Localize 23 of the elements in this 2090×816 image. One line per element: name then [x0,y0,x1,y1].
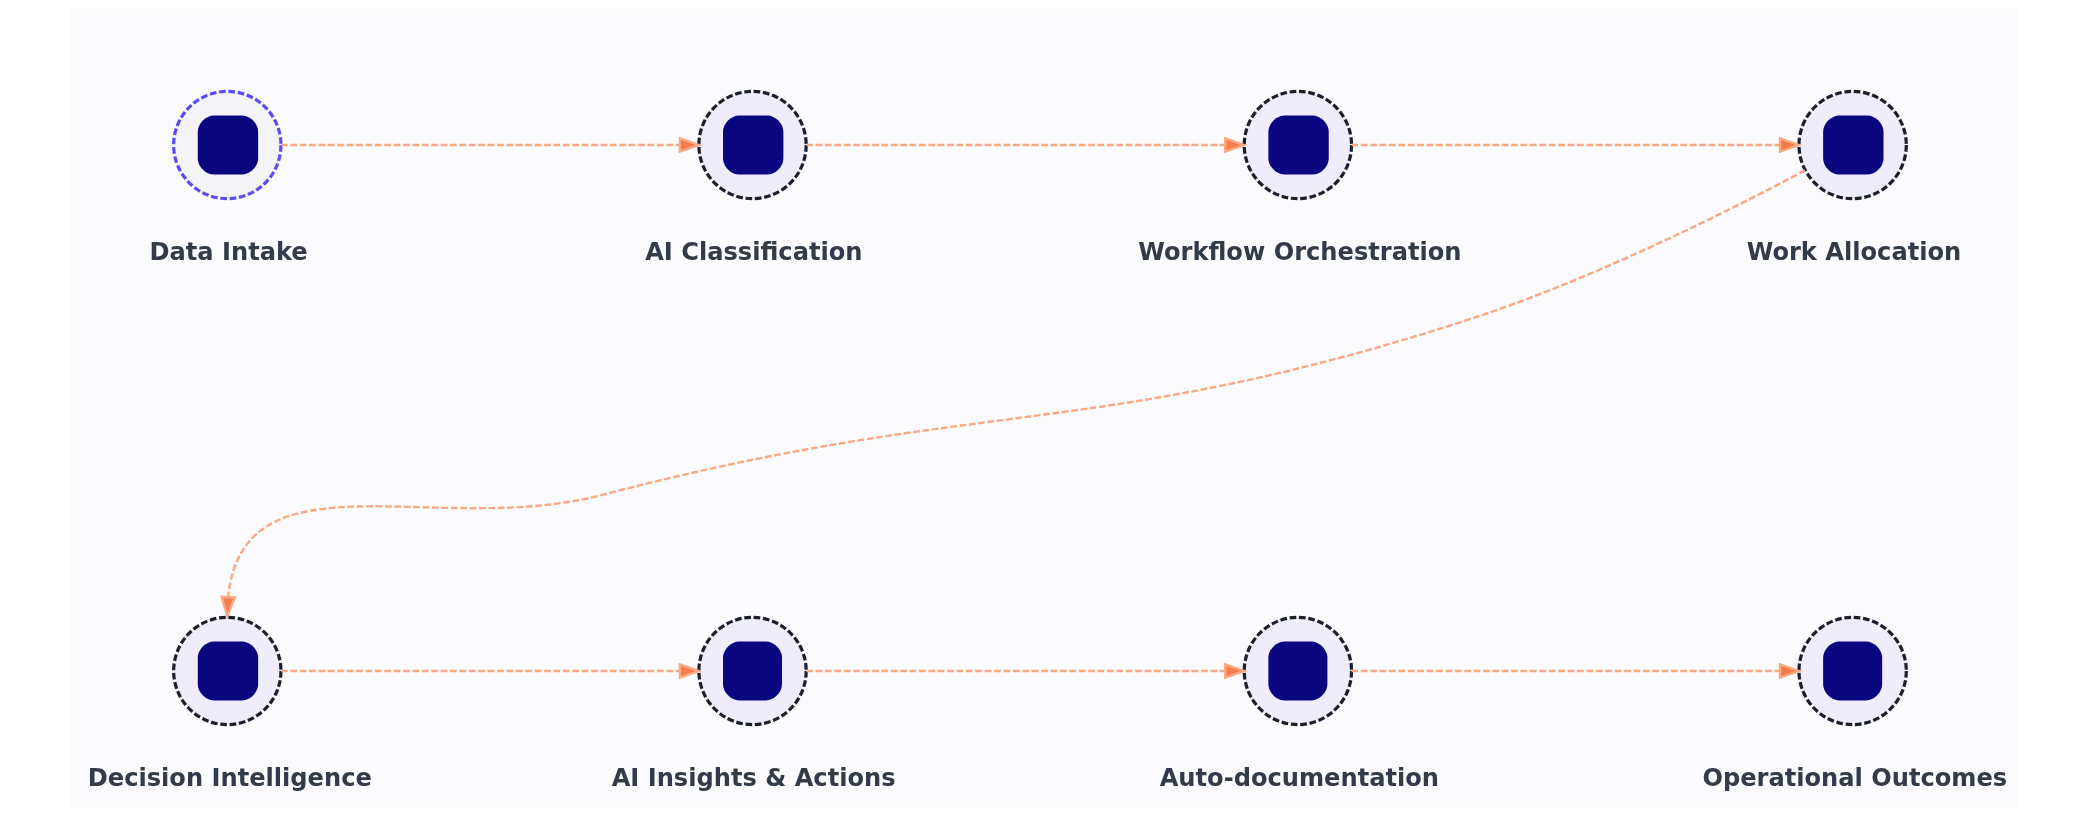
node-circle [172,615,283,727]
arrow [219,169,1806,620]
node-circle [697,89,808,201]
arrow [281,136,703,154]
node-label: Workflow Orchestration [1138,237,1462,266]
node-label: AI Classification [645,237,863,266]
node-label: AI Insights & Actions [611,763,896,792]
node-circle [1797,89,1908,201]
arrow [806,662,1248,680]
arrow [281,662,703,680]
node-label: Decision Intelligence [87,763,372,792]
node-circle [1242,615,1354,727]
arrow [1351,136,1803,154]
arrow [806,136,1248,154]
node-circle [697,615,808,727]
node-label: Data Intake [149,237,308,266]
node-circle [1242,89,1354,201]
arrow [1351,662,1803,680]
node-label: Auto-documentation [1159,763,1440,792]
node-circle [172,89,283,201]
node-label: Work Allocation [1746,237,1962,266]
node-label: Operational Outcomes [1702,763,2008,792]
node-circle [1797,615,1908,727]
